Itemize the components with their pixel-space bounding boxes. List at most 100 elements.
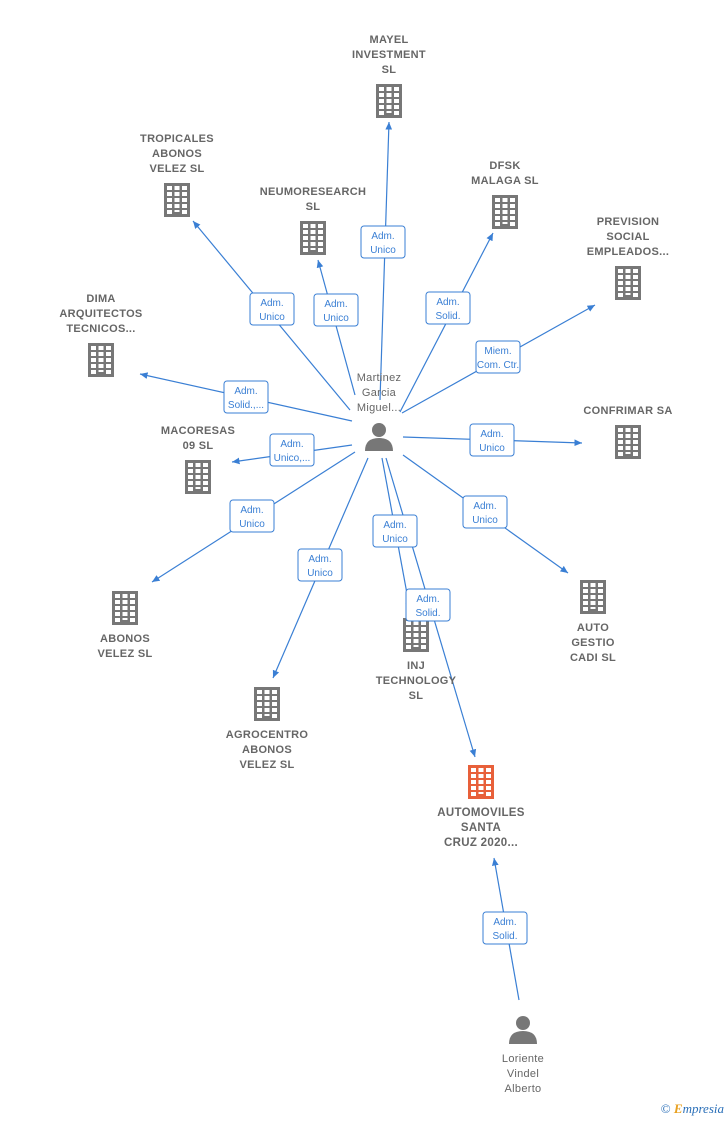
edge-label-neumoresearch[interactable]: Adm.Unico (313, 293, 359, 327)
node-label-line: ARQUITECTOS (59, 308, 142, 320)
edge-label-confrimar[interactable]: Adm. Unico (469, 423, 515, 457)
edge-label-text: Solid. (492, 931, 517, 942)
node-neumoresearch[interactable]: NEUMORESEARCH SL (260, 186, 367, 255)
building-icon (112, 591, 138, 625)
edge-label-inj[interactable]: Adm.Unico (372, 514, 418, 548)
node-label-line: SL (306, 201, 321, 213)
edge-label-box (372, 514, 418, 548)
edge-label-macoresas[interactable]: Adm.Unico,... (269, 433, 315, 467)
edge-label-box (223, 380, 269, 414)
edge-label-box (475, 340, 521, 374)
node-label-line: INJ (407, 660, 425, 672)
node-label-line: SL (409, 690, 424, 702)
edge-labels-layer: Adm.UnicoAdm.UnicoAdm.UnicoAdm.Solid.Mie… (223, 225, 528, 945)
node-label-line: TROPICALES (140, 133, 214, 145)
building-icon (403, 618, 429, 652)
node-label-line: AGROCENTRO (226, 729, 309, 741)
node-label-line: Garcia (362, 387, 397, 399)
node-label-line: AUTOMOVILES (437, 807, 524, 819)
node-macoresas[interactable]: MACORESAS 09 SL (161, 425, 235, 494)
edge-label-text: Unico (370, 245, 396, 256)
node-label-line: Loriente (502, 1053, 544, 1065)
edge-label-text: Adm. (371, 231, 394, 242)
edge-label-text: Solid. (435, 311, 460, 322)
empresia-logo-text: mpresia (682, 1101, 724, 1116)
edge-label-dima[interactable]: Adm. Solid.,... (223, 380, 269, 414)
building-icon (185, 460, 211, 494)
edge-label-text: Unico (382, 534, 408, 545)
node-label-line: NEUMORESEARCH (260, 186, 367, 198)
edge-label-text: Adm. (308, 554, 331, 565)
node-label-line: VELEZ SL (98, 648, 153, 660)
edge-label-text: Unico (307, 568, 333, 579)
edge-label-tropicales[interactable]: Adm.Unico (249, 292, 295, 326)
edge-label-box (249, 292, 295, 326)
edge-martinez-to-mayel (379, 121, 393, 401)
empresia-logo-initial: E (673, 1101, 683, 1116)
edge-label-box (360, 225, 406, 259)
edge-label-box (482, 911, 528, 945)
edge-label-box (313, 293, 359, 327)
edge-label-text: Unico (479, 443, 505, 454)
edge-label-text: Unico (323, 313, 349, 324)
building-icon (468, 765, 494, 799)
edge-label-agrocentro[interactable]: Adm. Unico (297, 548, 343, 582)
edge-label-dfsk[interactable]: Adm.Solid. (425, 291, 471, 325)
node-label-line: GESTIO (571, 637, 615, 649)
building-icon (88, 343, 114, 377)
edge-label-abonos[interactable]: Adm.Unico (229, 499, 275, 533)
edge-label-text: Unico (259, 312, 285, 323)
edge-label-text: Adm. (480, 429, 503, 440)
node-label-line: 09 SL (183, 440, 214, 452)
node-label-line: Alberto (505, 1083, 542, 1095)
edge-label-text: Adm. (416, 594, 439, 605)
edge-label-box (297, 548, 343, 582)
node-label-line: SOCIAL (606, 231, 649, 243)
node-label-line: CADI SL (570, 652, 616, 664)
nodes-layer: MartinezGarciaMiguel...LorienteVindelAlb… (59, 34, 672, 1095)
edge-label-text: Adm. (234, 386, 257, 397)
edge-label-auto_gestio[interactable]: Adm.Unico (462, 495, 508, 529)
edge-label-text: Adm. (473, 501, 496, 512)
node-abonos[interactable]: ABONOS VELEZ SL (98, 591, 153, 660)
node-label-line: INVESTMENT (352, 49, 426, 61)
node-prevision[interactable]: PREVISIONSOCIALEMPLEADOS... (587, 216, 669, 300)
edge-label-text: Solid.,... (228, 400, 264, 411)
node-label-line: Martinez (357, 372, 402, 384)
person-icon (509, 1016, 537, 1044)
node-martinez[interactable]: MartinezGarciaMiguel... (357, 372, 402, 451)
node-label-line: SL (382, 64, 397, 76)
node-label-line: MACORESAS (161, 425, 235, 437)
edge-label-box (469, 423, 515, 457)
node-dima[interactable]: DIMAARQUITECTOSTECNICOS... (59, 293, 142, 377)
edge-label-automoviles-loriente[interactable]: Adm.Solid. (482, 911, 528, 945)
building-icon (376, 84, 402, 118)
edge-label-text: Solid. (415, 608, 440, 619)
edge-label-prevision[interactable]: Miem.Com. Ctr. (475, 340, 521, 374)
edge-label-box (462, 495, 508, 529)
building-icon (300, 221, 326, 255)
node-confrimar[interactable]: CONFRIMAR SA (583, 405, 672, 459)
edge-label-mayel[interactable]: Adm. Unico (360, 225, 406, 259)
node-label-line: ABONOS (100, 633, 150, 645)
edge-label-box (405, 588, 451, 622)
node-label-line: CONFRIMAR SA (583, 405, 672, 417)
edge-martinez-to-neumoresearch (316, 259, 356, 396)
edge-label-text: Com. Ctr. (477, 360, 519, 371)
node-label-line: EMPLEADOS... (587, 246, 669, 258)
edge-label-text: Adm. (280, 439, 303, 450)
edge-label-automoviles[interactable]: Adm. Solid. (405, 588, 451, 622)
building-icon (615, 266, 641, 300)
edge-label-text: Adm. (240, 505, 263, 516)
empresia-footer[interactable]: © Empresia (661, 1101, 724, 1117)
edge-label-box (425, 291, 471, 325)
building-icon (164, 183, 190, 217)
